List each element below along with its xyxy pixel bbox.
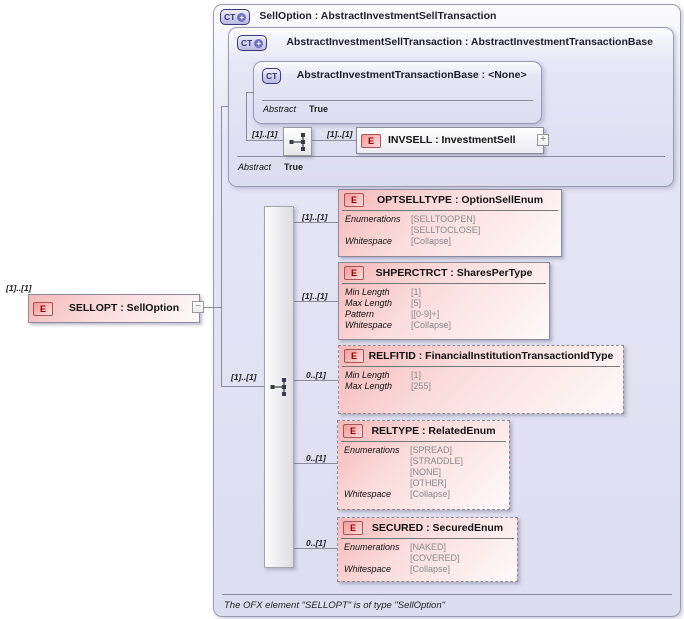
- element-invsell[interactable]: E INVSELL : InvestmentSell: [356, 127, 544, 154]
- facet-row: Enumerations [SPREAD]: [344, 445, 453, 455]
- cardinality-label: [1]..[1]: [327, 129, 353, 139]
- cardinality-label: [1]..[1]: [252, 129, 278, 139]
- sequence-compositor-icon[interactable]: [283, 127, 312, 156]
- connector-line: [293, 463, 338, 464]
- abstract-label: Abstract: [238, 162, 272, 172]
- ct-badge-label: CT: [224, 11, 236, 22]
- element-optselltype[interactable]: E OPTSELLTYPE : OptionSellEnum Enumerati…: [338, 189, 562, 257]
- facet-row: Pattern [[0-9]+]: [345, 309, 440, 319]
- facet-row: Whitespace [Collapse]: [345, 236, 452, 246]
- connector-line: [293, 222, 339, 223]
- facet-row: [COVERED]: [410, 553, 460, 563]
- cardinality-label: [1]..[1]: [6, 283, 32, 293]
- connector-line: [221, 386, 265, 387]
- complextype-title: AbstractInvestmentTransactionBase : <Non…: [296, 69, 527, 81]
- element-title: RELTYPE : RelatedEnum: [371, 424, 496, 437]
- element-shperctrct[interactable]: E SHPERCTRCT : SharesPerType Min Length …: [338, 262, 550, 340]
- cardinality-label: 0..[1]: [306, 453, 326, 463]
- abstract-label: Abstract: [263, 104, 297, 114]
- expand-button[interactable]: +: [537, 134, 549, 146]
- facet-row: [SELLTOCLOSE]: [411, 225, 481, 235]
- sequence-icon: [270, 378, 286, 396]
- sequence-icon: [289, 132, 305, 151]
- element-badge: E: [343, 424, 363, 438]
- abstract-value: True: [309, 104, 329, 114]
- complextype-title: AbstractInvestmentSellTransaction : Abst…: [286, 36, 653, 48]
- element-title: INVSELL : InvestmentSell: [388, 134, 516, 146]
- facet-row: [OTHER]: [410, 478, 447, 488]
- facet-row: [NONE]: [410, 467, 442, 477]
- element-secured[interactable]: E SECURED : SecuredEnum Enumerations [NA…: [337, 517, 518, 582]
- divider: [341, 441, 506, 442]
- connector-line: [293, 548, 338, 549]
- element-reltype[interactable]: E RELTYPE : RelatedEnum Enumerations [SP…: [337, 420, 510, 510]
- cardinality-label: 0..[1]: [306, 370, 326, 380]
- connector-line: [222, 106, 229, 107]
- abstract-value: True: [284, 162, 304, 172]
- element-badge: E: [344, 349, 364, 363]
- plus-icon: +: [254, 38, 264, 48]
- element-badge: E: [344, 266, 364, 280]
- facet-row: Max Length [255]: [345, 381, 432, 391]
- facet-row: Whitespace [Collapse]: [344, 489, 451, 499]
- facet-row: Whitespace [Collapse]: [345, 320, 452, 330]
- ct-badge-label: CT: [241, 37, 253, 48]
- connector-line: [246, 92, 254, 93]
- ct-badge-label: CT: [266, 70, 278, 81]
- element-title: SELLOPT : SellOption: [68, 302, 180, 314]
- divider: [342, 210, 558, 211]
- facet-row: Max Length [5]: [345, 298, 422, 308]
- plus-icon: +: [237, 12, 247, 22]
- divider: [342, 366, 620, 367]
- element-title: SECURED : SecuredEnum: [371, 521, 504, 534]
- element-title: RELFITID : FinancialInstitutionTransacti…: [368, 349, 614, 362]
- cardinality-label: 0..[1]: [306, 538, 326, 548]
- cardinality-label: [1]..[1]: [231, 372, 257, 382]
- element-badge: E: [33, 301, 53, 316]
- divider: [342, 283, 546, 284]
- complextype-title: SellOption : AbstractInvestmentSellTrans…: [259, 10, 497, 22]
- element-badge: E: [344, 193, 364, 207]
- divider: [341, 538, 514, 539]
- connector-line: [310, 140, 357, 141]
- connector-line: [246, 140, 284, 141]
- element-badge: E: [361, 133, 381, 148]
- footer-note: The OFX element "SELLOPT" is of type "Se…: [224, 600, 446, 611]
- complextype-expand-badge[interactable]: CT +: [220, 9, 251, 25]
- cardinality-label: [1]..[1]: [302, 212, 328, 222]
- element-title: SHPERCTRCT : SharesPerType: [375, 266, 533, 279]
- facet-row: Min Length [1]: [345, 287, 422, 297]
- connector-line: [293, 301, 339, 302]
- element-relfitid[interactable]: E RELFITID : FinancialInstitutionTransac…: [338, 345, 624, 414]
- element-title: OPTSELLTYPE : OptionSellEnum: [376, 193, 544, 206]
- cardinality-label: [1]..[1]: [302, 291, 328, 301]
- connector-line: [246, 92, 247, 141]
- facet-row: Enumerations [SELLTOOPEN]: [345, 214, 476, 224]
- divider: [262, 100, 533, 101]
- complextype-expand-badge[interactable]: CT +: [237, 35, 268, 51]
- facet-row: [STRADDLE]: [410, 456, 464, 466]
- complextype-abstractinvestmenttransactionbase-box: CT AbstractInvestmentTransactionBase : <…: [253, 61, 542, 124]
- complextype-badge: CT: [262, 68, 282, 84]
- facet-row: Enumerations [NAKED]: [344, 542, 447, 552]
- facet-row: Min Length [1]: [345, 370, 422, 380]
- connector-line: [204, 307, 222, 308]
- element-sellopt[interactable]: E SELLOPT : SellOption: [28, 294, 200, 323]
- connector-line: [221, 106, 222, 387]
- footer-divider: [222, 594, 672, 595]
- collapse-button[interactable]: −: [192, 301, 204, 313]
- connector-line: [293, 380, 339, 381]
- sequence-compositor-icon[interactable]: [268, 375, 290, 404]
- element-badge: E: [343, 521, 363, 535]
- facet-row: Whitespace [Collapse]: [344, 564, 451, 574]
- divider: [237, 156, 665, 157]
